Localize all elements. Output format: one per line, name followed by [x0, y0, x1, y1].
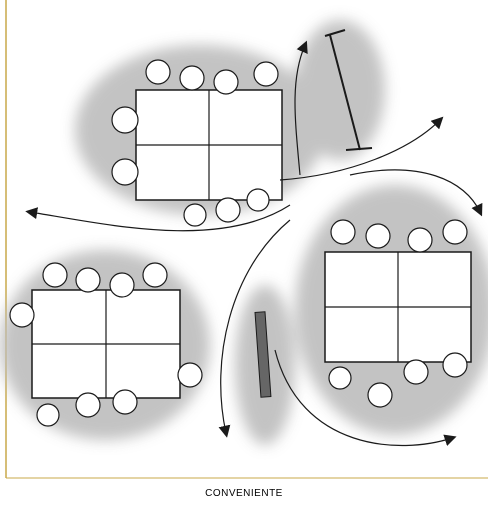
- figure-caption: CONVENIENTE: [0, 488, 488, 499]
- figure-frame: [0, 0, 488, 480]
- classroom-layout-illustration: [0, 0, 488, 480]
